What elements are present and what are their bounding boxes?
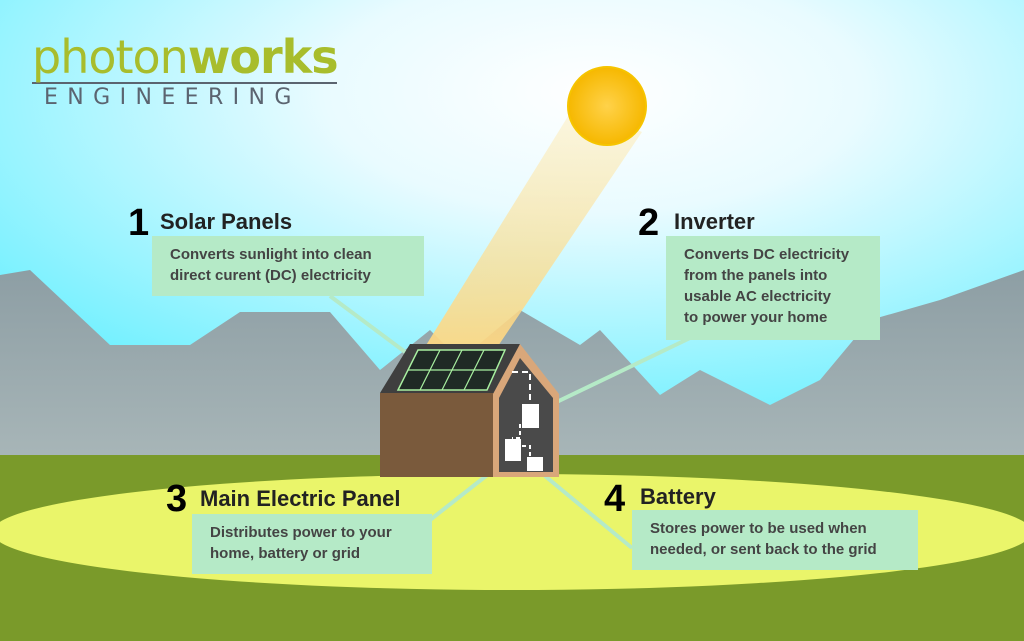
wiring [512,424,521,439]
step-1-number: 1 [128,202,150,244]
step-3-callout: Distributes power to your home, battery … [192,514,432,574]
step-3-title: Main Electric Panel [200,486,401,511]
brand-name: photonworks [32,34,342,80]
connector-2 [539,336,691,412]
wiring [522,445,531,456]
main-panel-unit [505,439,521,461]
wiring [512,371,531,402]
step-1-line: Converts sunlight into clean [170,246,372,263]
step-2-line: usable AC electricity [684,288,832,305]
step-2-line: Converts DC electricity [684,246,850,263]
solar-panel-grid [408,349,496,391]
step-3-line: Distributes power to your [210,524,392,541]
brand-divider [32,82,337,84]
house-side-wall [380,393,500,477]
brand-name-light: photon [32,30,189,84]
step-4-title: Battery [640,484,716,509]
step-2-line: from the panels into [684,267,828,284]
step-1-line: direct curent (DC) electricity [170,267,371,284]
inverter-unit [522,404,539,428]
sun-beam [420,105,642,355]
brand-subtitle: ENGINEERING [44,85,301,110]
house [380,344,559,477]
step-2-number: 2 [638,202,660,244]
step-2-title: Inverter [674,209,755,234]
step-3-line: home, battery or grid [210,545,361,562]
step-2-line: to power your home [684,309,828,326]
step-4-line: needed, or sent back to the grid [650,541,877,558]
brand-name-bold: works [187,30,339,84]
step-1-title: Solar Panels [160,209,293,234]
battery-unit [527,457,543,471]
step-1-callout: Converts sunlight into clean direct cure… [152,236,424,296]
brand-logo: photonworks ENGINEERING [32,34,342,110]
step-4-callout: Stores power to be used when needed, or … [632,510,918,570]
connector-4 [543,474,634,550]
step-3-number: 3 [166,478,188,520]
step-4-line: Stores power to be used when [650,520,867,537]
step-2-callout: Converts DC electricity from the panels … [666,236,880,340]
sun [567,66,647,146]
step-4-number: 4 [604,478,626,520]
